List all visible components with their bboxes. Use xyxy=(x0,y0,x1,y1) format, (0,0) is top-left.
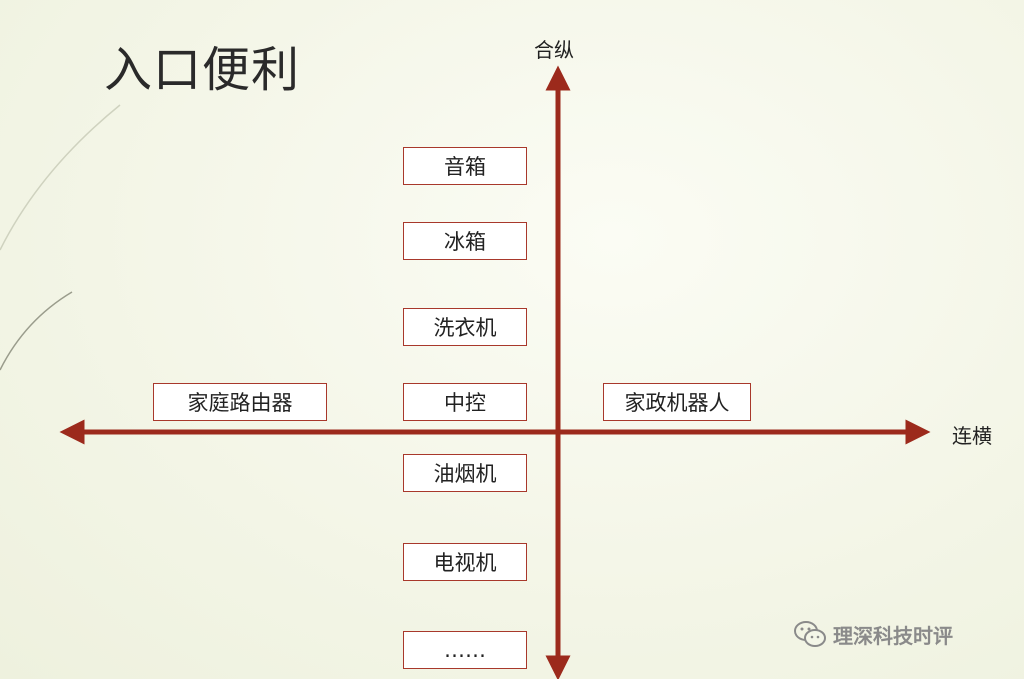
box-youyanji: 油烟机 xyxy=(403,454,527,492)
vertical-axis-label: 合纵 xyxy=(534,38,574,62)
watermark-text: 理深科技时评 xyxy=(833,623,953,648)
box-zhongkong: 中控 xyxy=(403,383,527,421)
box-jiqiren: 家政机器人 xyxy=(603,383,751,421)
watermark: 理深科技时评 xyxy=(793,619,953,649)
box-bingxiang: 冰箱 xyxy=(403,222,527,260)
box-yinxiang: 音箱 xyxy=(403,147,527,185)
page-title: 入口便利 xyxy=(104,42,301,98)
box-luyouqi: 家庭路由器 xyxy=(153,383,327,421)
wechat-icon xyxy=(794,621,826,647)
box-dianshiji: 电视机 xyxy=(403,543,527,581)
box-xiyiji: 洗衣机 xyxy=(403,308,527,346)
box-more: …… xyxy=(403,631,527,669)
horizontal-axis-label: 连横 xyxy=(952,424,992,448)
decorative-curves xyxy=(0,104,121,371)
